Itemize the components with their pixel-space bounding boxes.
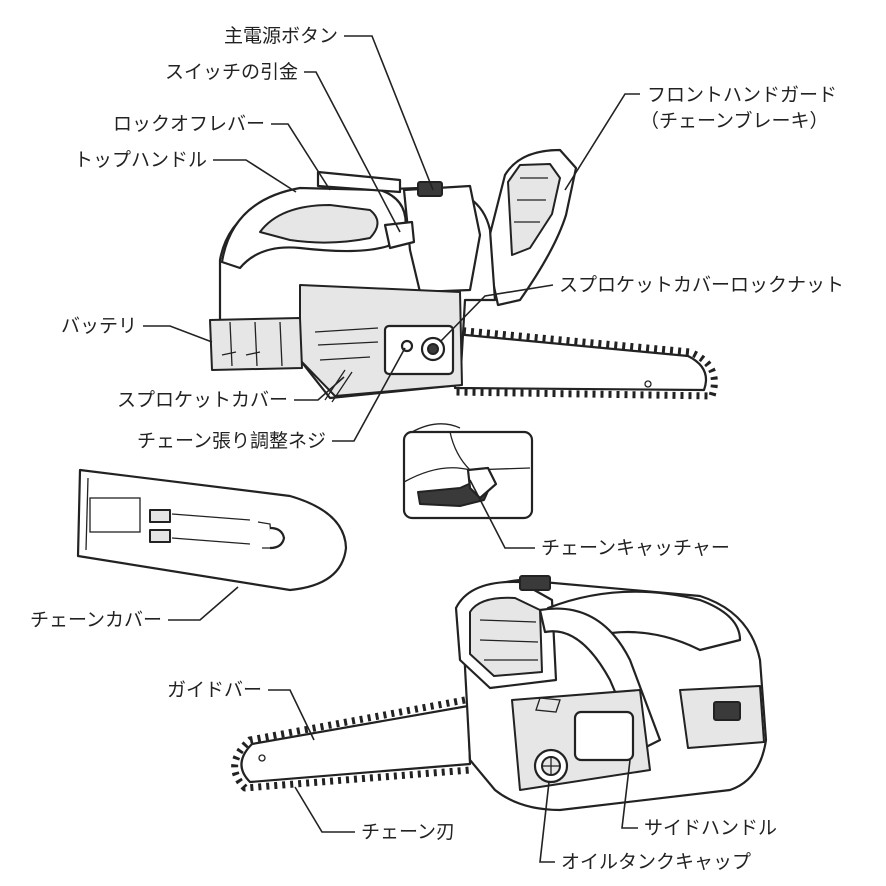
part-labels: 主電源ボタン スイッチの引金 ロックオフレバー トップハンドル フロントハンドガ… [30, 25, 844, 873]
label-chain-tension-screw: チェーン張り調整ネジ [137, 430, 326, 452]
label-chain-cover: チェーンカバー [30, 609, 162, 631]
label-chain-blade: チェーン刃 [361, 821, 455, 843]
chain-cover-illustration [76, 468, 348, 592]
leader-lines [143, 35, 640, 863]
label-lock-off-lever: ロックオフレバー [113, 113, 265, 135]
chainsaw-bottom-illustration [231, 575, 768, 812]
label-chain-catcher: チェーンキャッチャー [541, 537, 730, 559]
label-oil-tank-cap: オイルタンクキャップ [561, 851, 751, 873]
label-front-hand-guard: フロントハンドガード [647, 84, 837, 106]
label-sprocket-cover-lock-nut: スプロケットカバーロックナット [559, 274, 844, 296]
label-front-hand-guard-sub: （チェーンブレーキ） [640, 109, 828, 132]
label-sprocket-cover: スプロケットカバー [117, 389, 288, 411]
label-top-handle: トップハンドル [74, 149, 207, 171]
chainsaw-top-illustration [209, 148, 718, 403]
label-main-power-button: 主電源ボタン [224, 25, 338, 47]
label-guide-bar: ガイドバー [167, 679, 262, 701]
label-switch-trigger: スイッチの引金 [165, 61, 298, 83]
label-side-handle: サイドハンドル [644, 817, 777, 839]
chain-catcher-detail [402, 423, 534, 520]
label-battery: バッテリ [61, 315, 137, 337]
